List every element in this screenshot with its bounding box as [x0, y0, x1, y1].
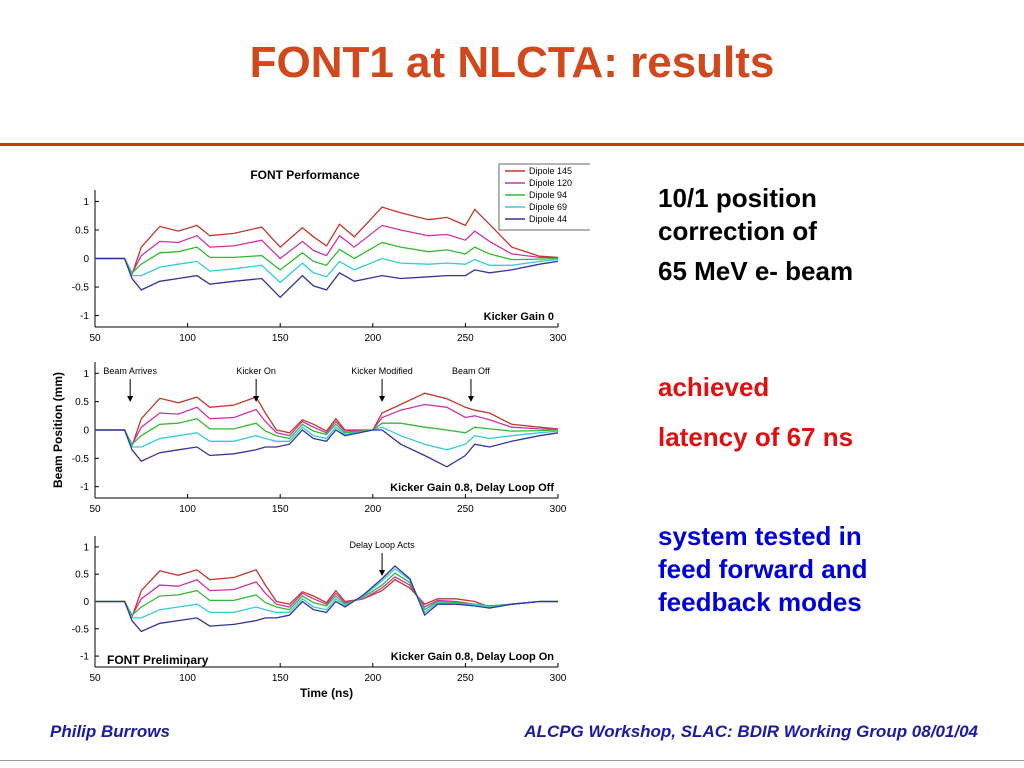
y-tick-label: -0.5 — [72, 454, 90, 465]
series-line-dipole-69 — [95, 257, 559, 284]
marker-arrow-head — [253, 396, 260, 402]
bullet-system-tested: system tested in feed forward and feedba… — [658, 520, 958, 619]
y-tick-label: -0.5 — [72, 283, 90, 294]
marker-label: Kicker On — [236, 366, 276, 376]
legend-entry: Dipole 145 — [529, 166, 572, 176]
y-tick-label: -1 — [80, 482, 89, 493]
marker-arrow-head — [379, 570, 386, 576]
y-tick-label: 0.5 — [75, 225, 89, 236]
x-tick-label: 300 — [550, 673, 567, 684]
series-line-dipole-94 — [95, 417, 559, 446]
x-tick-label: 100 — [179, 333, 196, 344]
x-tick-label: 250 — [457, 673, 474, 684]
series-line-dipole-44 — [95, 565, 558, 633]
footer-divider — [0, 760, 1024, 761]
y-axis-label: Beam Position (mm) — [51, 372, 65, 488]
bullet-line: 65 MeV e- beam — [658, 256, 854, 286]
y-tick-label: 0.5 — [75, 397, 89, 408]
series-line-dipole-94 — [95, 572, 558, 617]
chart-watermark: FONT Preliminary — [107, 653, 209, 667]
y-tick-label: 0 — [83, 426, 89, 437]
marker-label: Kicker Modified — [351, 366, 413, 376]
x-tick-label: 150 — [272, 333, 289, 344]
x-tick-label: 250 — [457, 504, 474, 515]
slide-title: FONT1 at NLCTA: results — [249, 38, 775, 87]
series-line-dipole-44 — [95, 257, 559, 299]
chart-annotation: Kicker Gain 0 — [484, 311, 554, 323]
marker-arrow-head — [467, 396, 474, 402]
marker-label: Beam Arrives — [103, 366, 157, 376]
chart-annotation: Kicker Gain 0.8, Delay Loop Off — [390, 482, 554, 494]
y-tick-label: 1 — [83, 369, 89, 380]
x-tick-label: 150 — [272, 673, 289, 684]
bullet-line: achieved — [658, 372, 770, 402]
x-tick-label: 100 — [179, 504, 196, 515]
x-tick-label: 200 — [364, 673, 381, 684]
y-tick-label: -1 — [80, 652, 89, 663]
x-tick-label: 100 — [179, 673, 196, 684]
footer-event: ALCPG Workshop, SLAC: BDIR Working Group… — [524, 722, 978, 741]
y-tick-label: -1 — [80, 311, 89, 322]
series-line-dipole-69 — [95, 426, 559, 451]
footer-author: Philip Burrows — [50, 722, 170, 741]
series-line-dipole-145 — [95, 392, 559, 448]
series-line-dipole-120 — [95, 224, 559, 275]
x-tick-label: 200 — [364, 504, 381, 515]
x-tick-label: 50 — [89, 333, 101, 344]
y-tick-label: 1 — [83, 542, 89, 553]
x-tick-label: 50 — [89, 673, 101, 684]
bullet-line: 10/1 position — [658, 183, 817, 213]
y-tick-label: 0 — [83, 597, 89, 608]
bullet-latency: achieved latency of 67 ns — [658, 371, 853, 454]
x-tick-label: 50 — [89, 504, 101, 515]
x-tick-label: 300 — [550, 333, 567, 344]
series-line-dipole-120 — [95, 403, 559, 447]
x-tick-label: 300 — [550, 504, 567, 515]
series-line-dipole-145 — [95, 206, 559, 277]
title-divider — [0, 143, 1024, 146]
bullet-line: latency of 67 ns — [658, 422, 854, 452]
marker-arrow-head — [379, 396, 386, 402]
bullet-line: correction of — [658, 216, 817, 246]
series-line-dipole-69 — [95, 567, 558, 619]
x-tick-label: 150 — [272, 504, 289, 515]
bullet-line: feed forward and — [658, 554, 868, 584]
legend-entry: Dipole 120 — [529, 178, 572, 188]
marker-label: Beam Off — [452, 366, 490, 376]
y-tick-label: 1 — [83, 197, 89, 208]
series-line-dipole-44 — [95, 429, 559, 468]
series-line-dipole-94 — [95, 241, 559, 274]
chart-annotation: Kicker Gain 0.8, Delay Loop On — [391, 651, 554, 663]
x-tick-label: 200 — [364, 333, 381, 344]
series-line-dipole-145 — [95, 569, 558, 619]
legend-entry: Dipole 69 — [529, 202, 567, 212]
y-tick-label: 0 — [83, 254, 89, 265]
x-axis-label: Time (ns) — [300, 686, 353, 700]
y-tick-label: 0.5 — [75, 570, 89, 581]
bullet-position-correction: 10/1 position correction of 65 MeV e- be… — [658, 182, 853, 288]
bullet-line: system tested in — [658, 521, 862, 551]
legend-entry: Dipole 44 — [529, 214, 567, 224]
marker-label: Delay Loop Acts — [350, 540, 416, 550]
marker-arrow-head — [127, 396, 134, 402]
bullet-line: feedback modes — [658, 587, 862, 617]
y-tick-label: -0.5 — [72, 624, 90, 635]
legend-entry: Dipole 94 — [529, 190, 567, 200]
series-line-dipole-120 — [95, 576, 558, 618]
x-tick-label: 250 — [457, 333, 474, 344]
chart-title: FONT Performance — [250, 168, 360, 182]
